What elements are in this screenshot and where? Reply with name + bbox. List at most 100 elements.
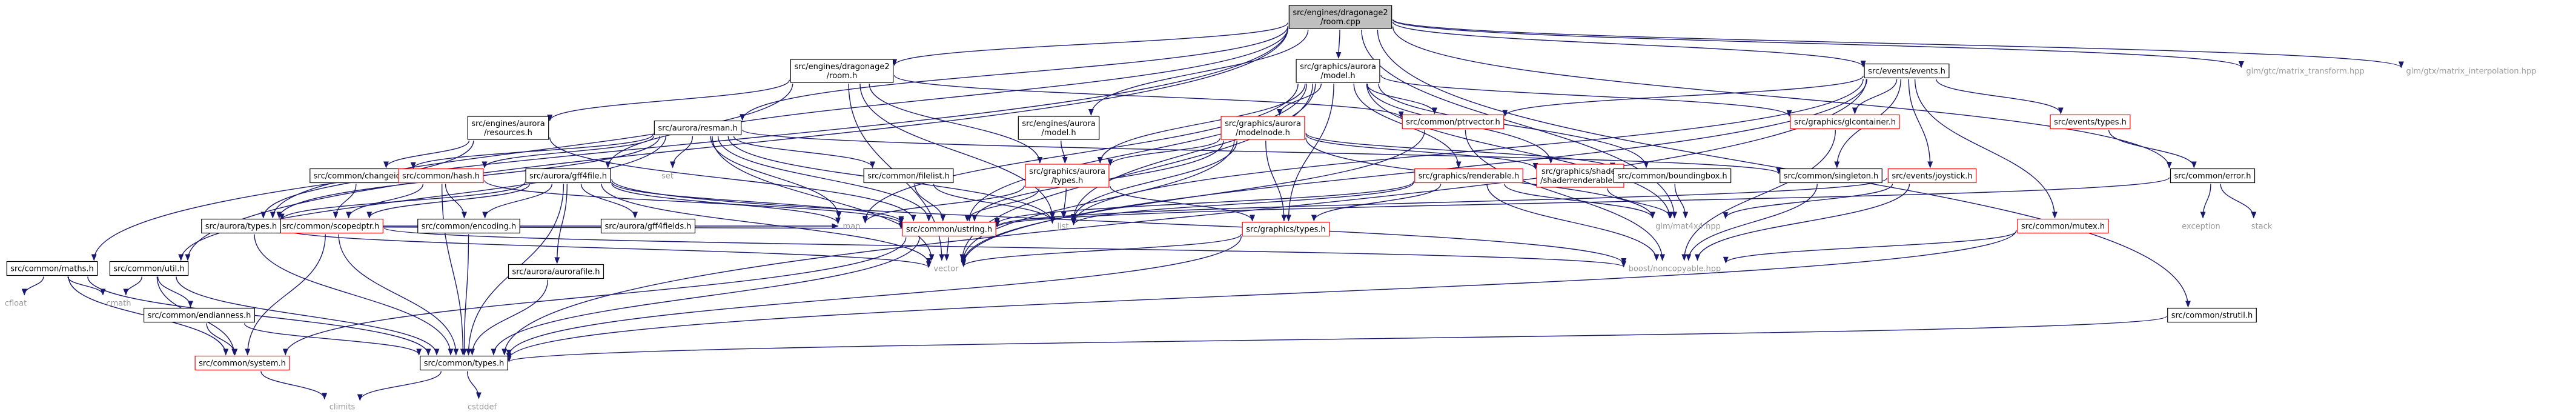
- node-endianness[interactable]: src/common/endianness.h: [143, 307, 256, 323]
- edge-events-to-ev-types: [1936, 79, 2064, 115]
- node-error[interactable]: src/common/error.h: [2170, 168, 2256, 184]
- node-box: [1414, 168, 1523, 184]
- node-ptrvector[interactable]: src/common/ptrvector.h: [1402, 114, 1505, 130]
- node-box: [1402, 114, 1505, 130]
- node-box: [1790, 114, 1900, 130]
- node-root[interactable]: src/engines/dragonage2/room.cpp: [1288, 5, 1392, 29]
- edge-joystick-to-noncopyable: [1695, 184, 1910, 261]
- node-box: [109, 261, 189, 276]
- node-ustring[interactable]: src/common/ustring.h: [902, 221, 996, 237]
- node-mat-interp: glm/gtx/matrix_interpolation.hpp: [2406, 67, 2536, 76]
- edge-maths-to-cfloat: [21, 276, 44, 296]
- node-gfx-aurora-types[interactable]: src/graphics/aurora/types.h: [1025, 164, 1110, 188]
- node-encoding[interactable]: src/common/encoding.h: [417, 218, 520, 234]
- node-filelist[interactable]: src/common/filelist.h: [863, 168, 954, 184]
- edge-util-to-types: [176, 276, 440, 356]
- node-resources[interactable]: src/engines/aurora/resources.h: [467, 116, 549, 140]
- node-ev-types[interactable]: src/events/types.h: [2050, 114, 2131, 130]
- node-singleton[interactable]: src/common/singleton.h: [1780, 168, 1882, 184]
- edge-ustring-to-vector: [944, 237, 950, 261]
- node-aurora-types[interactable]: src/aurora/types.h: [201, 218, 281, 234]
- edge-resman-to-changeid: [410, 134, 654, 169]
- node-modelnode[interactable]: src/graphics/aurora/modelnode.h: [1220, 116, 1305, 140]
- edge-maths-to-types: [87, 276, 431, 356]
- node-gfx-model[interactable]: src/graphics/aurora/model.h: [1296, 59, 1380, 83]
- node-maths[interactable]: src/common/maths.h: [6, 261, 98, 276]
- node-types[interactable]: src/common/types.h: [420, 355, 508, 371]
- node-label: list: [1057, 222, 1068, 232]
- node-util[interactable]: src/common/util.h: [109, 261, 189, 276]
- edge-events-to-mutex: [1914, 79, 2058, 219]
- node-aurorafile[interactable]: src/aurora/aurorafile.h: [508, 264, 604, 279]
- node-boundingbox[interactable]: src/common/boundingbox.h: [1613, 168, 1732, 184]
- node-set: set: [661, 172, 674, 181]
- edge-glcontainer-to-noncopyable: [1681, 130, 1836, 261]
- node-label: src/common/boundingbox.h: [1617, 172, 1727, 181]
- node-label: src/common/maths.h: [10, 265, 93, 274]
- edge-scopedptr-to-noncopyable: [383, 227, 1626, 268]
- node-room-h[interactable]: src/engines/dragonage2/room.h: [790, 59, 894, 83]
- node-map: map: [843, 222, 861, 232]
- node-box: [2167, 307, 2257, 323]
- node-label: src/engines/dragonage2: [794, 62, 889, 72]
- node-gff4file[interactable]: src/aurora/gff4file.h: [525, 168, 611, 184]
- node-label: src/graphics/aurora: [1029, 167, 1105, 176]
- node-gfx-types[interactable]: src/graphics/types.h: [1242, 221, 1330, 237]
- edge-joystick-to-mat4: [1723, 184, 1893, 219]
- node-label: /resources.h: [484, 128, 532, 138]
- edge-resources-to-ustring: [549, 137, 916, 222]
- edge-gfx-model-to-modelnode: [1277, 83, 1322, 116]
- edge-ev-types-to-error: [2108, 130, 2197, 168]
- edge-gff4file-to-vector: [601, 184, 932, 265]
- node-hash[interactable]: src/common/hash.h: [398, 168, 484, 184]
- edge-error-to-stack: [2220, 184, 2257, 219]
- node-changeid[interactable]: src/common/changeid.h: [310, 168, 412, 184]
- node-label: /model.h: [1320, 72, 1355, 81]
- node-scopedptr[interactable]: src/common/scopedptr.h: [278, 218, 383, 234]
- node-gff4fields[interactable]: src/aurora/gff4fields.h: [600, 218, 696, 234]
- edge-mutex-to-noncopyable: [1723, 230, 2017, 264]
- node-label: src/common/mutex.h: [2021, 222, 2105, 232]
- edge-util-to-cmath: [123, 276, 142, 296]
- node-cmath: cmath: [106, 299, 131, 308]
- node-label: /model.h: [1041, 128, 1076, 138]
- node-joystick[interactable]: src/events/joystick.h: [1887, 168, 1977, 184]
- edge-aurora-types-to-types: [254, 234, 454, 356]
- node-box: [1780, 168, 1882, 184]
- node-box: [508, 264, 604, 279]
- node-label: src/aurora/gff4fields.h: [605, 222, 692, 232]
- edge-room-h-to-gfx-aurora-types: [869, 83, 1043, 164]
- edge-system-to-climits: [260, 371, 328, 400]
- edge-gfx-aurora-types-to-list: [1061, 188, 1067, 219]
- node-label: src/engines/dragonage2: [1293, 8, 1388, 18]
- node-eng-model[interactable]: src/engines/aurora/model.h: [1018, 116, 1100, 140]
- node-label: src/common/util.h: [113, 265, 184, 274]
- edge-encoding-to-types: [461, 234, 469, 356]
- edge-endianness-to-system: [206, 323, 238, 356]
- node-label: src/events/events.h: [1868, 67, 1945, 76]
- node-label: glm/mat4x4.hpp: [1655, 222, 1721, 232]
- node-label: src/common/error.h: [2174, 172, 2251, 181]
- edge-endianness-to-types: [243, 323, 422, 356]
- node-label: cmath: [106, 299, 131, 308]
- node-label: src/common/hash.h: [402, 172, 480, 181]
- edge-aurorafile-to-types: [469, 279, 549, 356]
- edge-resman-to-set: [670, 136, 694, 168]
- edge-gfx-model-to-map: [863, 83, 1299, 222]
- node-resman[interactable]: src/aurora/resman.h: [654, 120, 742, 136]
- node-label: src/common/types.h: [424, 359, 505, 368]
- node-shaderrenderable[interactable]: src/graphics/shader/shaderrenderable.h: [1536, 164, 1624, 188]
- node-renderable[interactable]: src/graphics/renderable.h: [1414, 168, 1523, 184]
- edge-gff4file-to-ustring: [611, 181, 904, 224]
- node-mutex[interactable]: src/common/mutex.h: [2017, 218, 2109, 234]
- edge-scopedptr-to-system: [245, 234, 326, 356]
- node-label: glm/gtc/matrix_transform.hpp: [2246, 67, 2364, 76]
- node-strutil[interactable]: src/common/strutil.h: [2167, 307, 2257, 323]
- edge-gfx-model-to-glcontainer: [1380, 75, 1792, 117]
- edge-gfx-aurora-types-to-map: [863, 185, 1025, 224]
- edge-resman-to-singleton: [741, 129, 1781, 175]
- node-glcontainer[interactable]: src/graphics/glcontainer.h: [1790, 114, 1900, 130]
- node-events[interactable]: src/events/events.h: [1864, 63, 1950, 79]
- node-system[interactable]: src/common/system.h: [194, 355, 290, 371]
- edge-gfx-aurora-types-to-gfx-types: [1110, 186, 1256, 222]
